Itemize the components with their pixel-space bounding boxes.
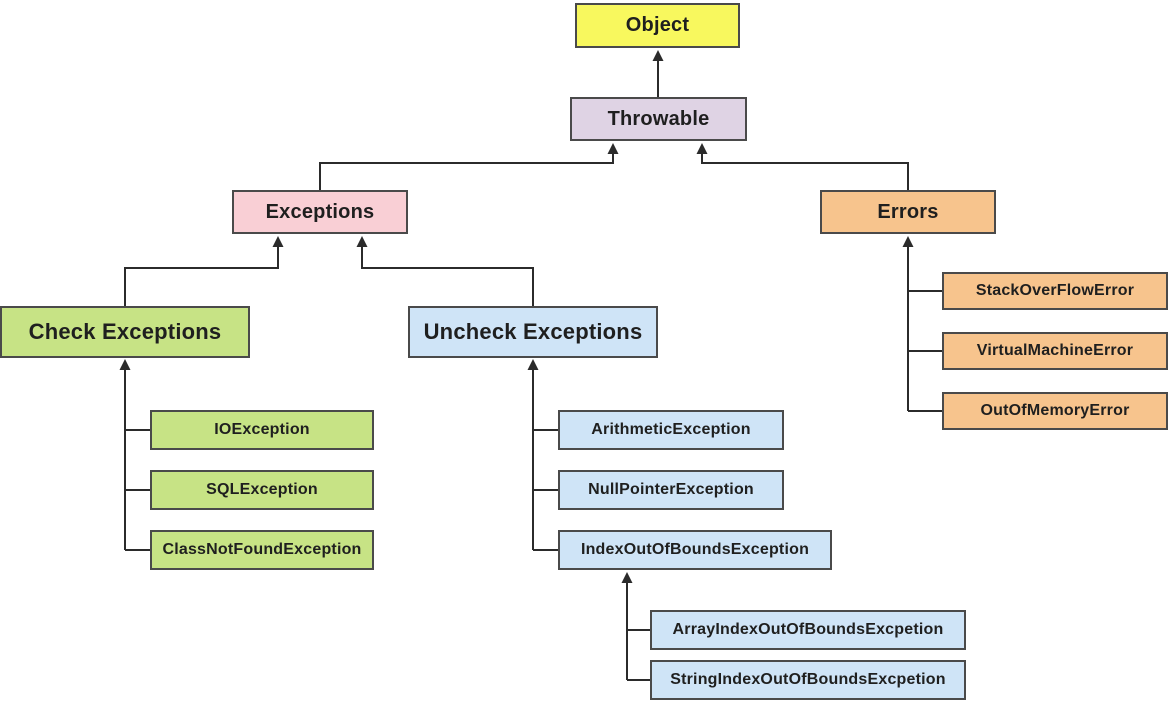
node-index-out-of-bounds-exception: IndexOutOfBoundsException [558,530,832,570]
node-class-not-found-exception: ClassNotFoundException [150,530,374,570]
node-errors: Errors [820,190,996,234]
node-exceptions: Exceptions [232,190,408,234]
node-throwable: Throwable [570,97,747,141]
node-null-pointer-exception: NullPointerException [558,470,784,510]
node-arithmetic-exception: ArithmeticException [558,410,784,450]
node-io-exception: IOException [150,410,374,450]
node-stack-overflow-error: StackOverFlowError [942,272,1168,310]
node-virtual-machine-error: VirtualMachineError [942,332,1168,370]
edge-check-exceptions [124,236,284,306]
edge-exceptions-throwable [319,143,619,190]
node-string-index-out-of-bounds: StringIndexOutOfBoundsExcpetion [650,660,966,700]
node-out-of-memory-error: OutOfMemoryError [942,392,1168,430]
node-uncheck-exceptions: Uncheck Exceptions [408,306,658,358]
edge-errors-throwable [696,143,909,190]
node-sql-exception: SQLException [150,470,374,510]
edge-uncheck-exceptions [356,236,534,306]
node-check-exceptions: Check Exceptions [0,306,250,358]
node-object: Object [575,3,740,48]
node-array-index-out-of-bounds: ArrayIndexOutOfBoundsExcpetion [650,610,966,650]
